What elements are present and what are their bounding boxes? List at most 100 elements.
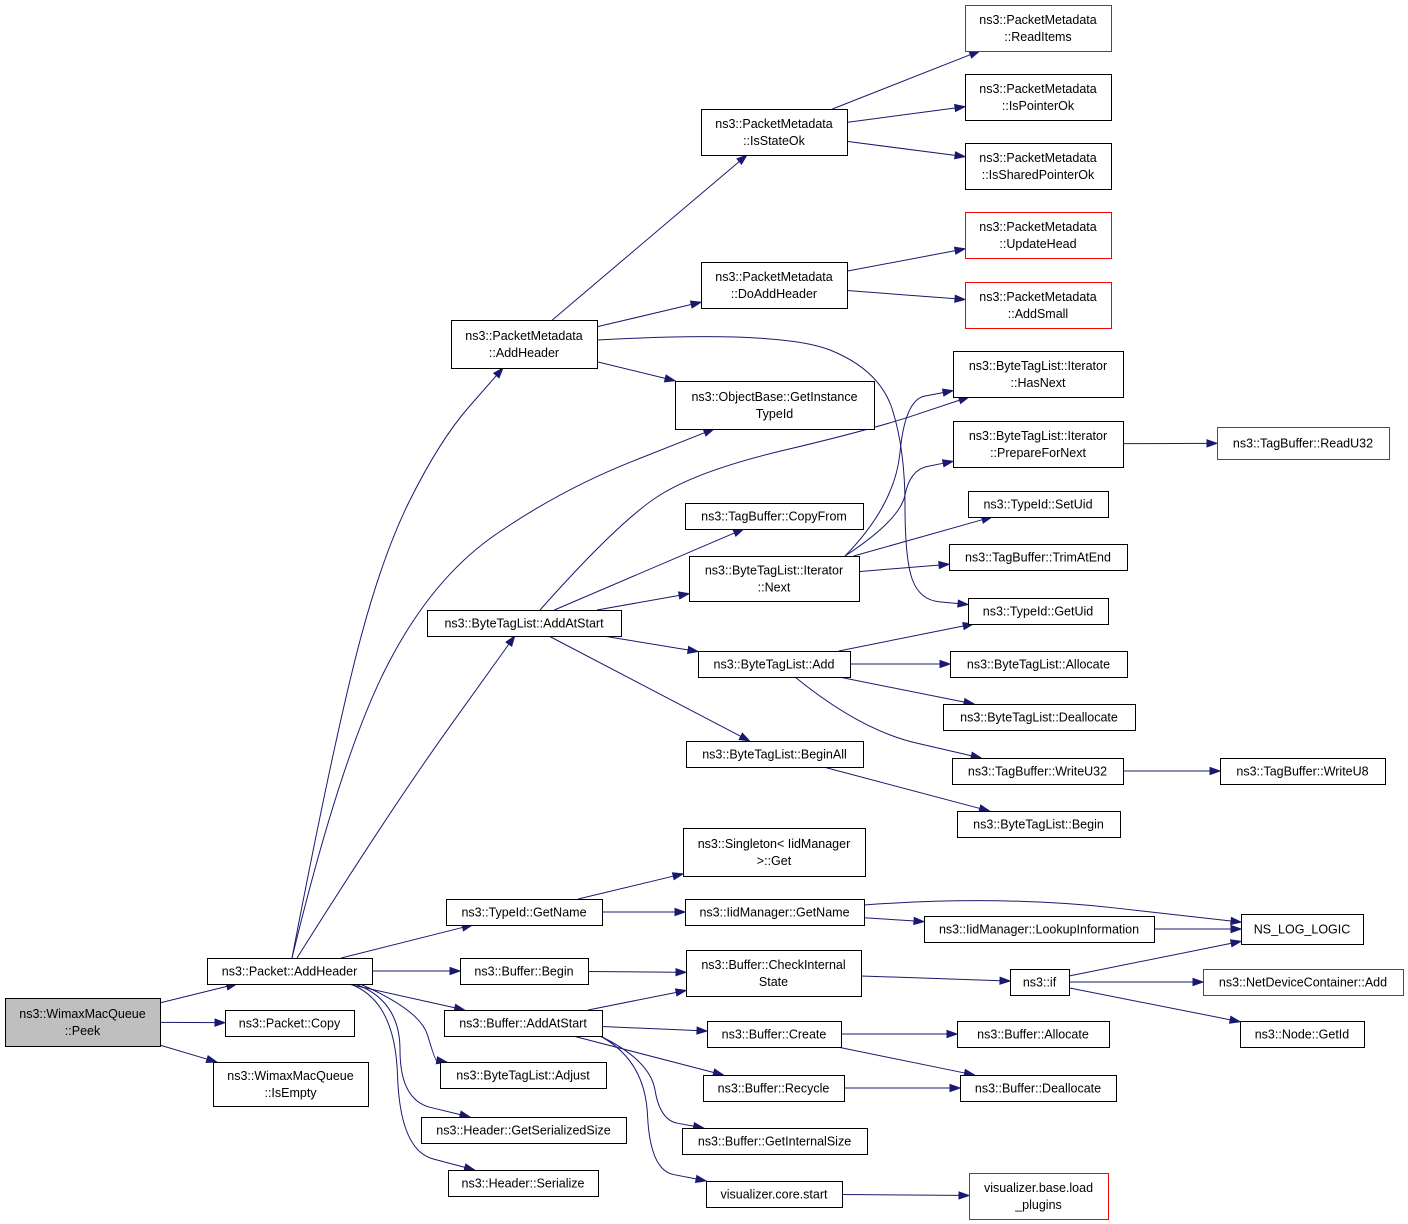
node-buf-getinternalsize[interactable]: ns3::Buffer::GetInternalSize bbox=[682, 1128, 868, 1155]
edge-line bbox=[548, 635, 742, 738]
edge-arrowhead bbox=[957, 599, 970, 608]
node-copy[interactable]: ns3::Packet::Copy bbox=[225, 1010, 355, 1037]
edge-line bbox=[588, 991, 678, 1011]
node-label: ns3::TypeId::SetUid bbox=[983, 498, 1092, 512]
edge-addheader-to-hdr_getsize bbox=[354, 983, 472, 1119]
node-ns3-if[interactable]: ns3::if bbox=[1010, 969, 1070, 996]
edge-btl_addatstart-to-btl_beginall bbox=[548, 635, 751, 742]
node-label: visualizer.core.start bbox=[721, 1188, 829, 1202]
node-box bbox=[701, 109, 848, 156]
node-label: ns3::WimaxMacQueue bbox=[227, 1069, 353, 1083]
edge-ns3_if-to-node_getid bbox=[1068, 987, 1242, 1024]
node-buf-deallocate[interactable]: ns3::Buffer::Deallocate bbox=[960, 1075, 1117, 1102]
node-box bbox=[1203, 969, 1404, 996]
node-btl-addatstart[interactable]: ns3::ByteTagList::AddAtStart bbox=[427, 610, 622, 637]
node-label: ns3::WimaxMacQueue bbox=[19, 1007, 145, 1021]
edge-line bbox=[596, 336, 960, 605]
node-tb-writeu8[interactable]: ns3::TagBuffer::WriteU8 bbox=[1220, 758, 1386, 785]
edge-pm_addheader-to-ob_getinstance bbox=[596, 361, 677, 383]
edge-buf_create-to-buf_deallocate bbox=[837, 1046, 976, 1078]
node-isempty[interactable]: ns3::WimaxMacQueue::IsEmpty bbox=[213, 1062, 369, 1107]
edge-arrowhead bbox=[677, 591, 691, 600]
edge-tb_writeu32-to-tb_writeu8 bbox=[1123, 766, 1222, 776]
node-label: ns3::Buffer::AddAtStart bbox=[459, 1017, 587, 1031]
node-label: ns3::PacketMetadata bbox=[465, 329, 582, 343]
edge-arrowhead bbox=[953, 246, 967, 255]
edge-peek-to-copy bbox=[159, 1018, 227, 1027]
node-pm-issharedpointerok[interactable]: ns3::PacketMetadata::IsSharedPointerOk bbox=[965, 143, 1112, 190]
node-btl-add[interactable]: ns3::ByteTagList::Add bbox=[698, 651, 851, 678]
node-iid-getname[interactable]: ns3::IidManager::GetName bbox=[685, 899, 865, 926]
edge-line bbox=[572, 1035, 715, 1074]
node-label: ns3::PacketMetadata bbox=[979, 151, 1096, 165]
node-label: ns3::Header::Serialize bbox=[462, 1177, 585, 1191]
node-btl-allocate[interactable]: ns3::ByteTagList::Allocate bbox=[950, 651, 1128, 678]
node-label: ns3::IidManager::GetName bbox=[699, 906, 849, 920]
edge-iid_getname-to-ns_log_logic bbox=[863, 900, 1243, 926]
node-iid-lookup[interactable]: ns3::IidManager::LookupInformation bbox=[924, 916, 1155, 943]
call-edges bbox=[159, 50, 1243, 1200]
node-btli-next[interactable]: ns3::ByteTagList::Iterator::Next bbox=[689, 556, 860, 602]
node-btl-beginall[interactable]: ns3::ByteTagList::BeginAll bbox=[686, 741, 864, 768]
node-hdr-getsize[interactable]: ns3::Header::GetSerializedSize bbox=[421, 1117, 627, 1144]
edge-arrowhead bbox=[702, 428, 716, 437]
node-tb-copyfrom[interactable]: ns3::TagBuffer::CopyFrom bbox=[685, 503, 864, 530]
node-tid-getname[interactable]: ns3::TypeId::GetName bbox=[446, 899, 603, 926]
node-hdr-serialize[interactable]: ns3::Header::Serialize bbox=[448, 1170, 599, 1197]
edge-buf_checkinternal-to-ns3_if bbox=[860, 975, 1012, 985]
node-peek[interactable]: ns3::WimaxMacQueue::Peek bbox=[5, 998, 161, 1047]
node-ndc-add[interactable]: ns3::NetDeviceContainer::Add bbox=[1203, 969, 1404, 996]
node-singleton-get[interactable]: ns3::Singleton< IidManager>::Get bbox=[683, 828, 866, 877]
node-buf-begin[interactable]: ns3::Buffer::Begin bbox=[460, 958, 589, 985]
node-tb-writeu32[interactable]: ns3::TagBuffer::WriteU32 bbox=[952, 758, 1124, 785]
node-btli-hasnext[interactable]: ns3::ByteTagList::Iterator::HasNext bbox=[953, 351, 1124, 398]
edge-arrowhead bbox=[505, 634, 516, 647]
node-viz-start[interactable]: visualizer.core.start bbox=[706, 1181, 843, 1208]
node-buf-recycle[interactable]: ns3::Buffer::Recycle bbox=[703, 1075, 845, 1102]
edge-ns3_if-to-ndc_add bbox=[1069, 977, 1205, 987]
node-ns-log-logic[interactable]: NS_LOG_LOGIC bbox=[1241, 914, 1364, 945]
node-btl-begin[interactable]: ns3::ByteTagList::Begin bbox=[957, 811, 1121, 838]
node-label: ::Peek bbox=[65, 1024, 101, 1038]
edge-line bbox=[291, 431, 706, 959]
node-viz-loadplugins[interactable]: visualizer.base.load_plugins bbox=[969, 1173, 1109, 1220]
node-pm-addsmall[interactable]: ns3::PacketMetadata::AddSmall bbox=[965, 282, 1112, 329]
edge-arrowhead bbox=[968, 50, 982, 59]
node-buf-addatstart[interactable]: ns3::Buffer::AddAtStart bbox=[444, 1010, 603, 1037]
edge-arrowhead bbox=[938, 560, 951, 570]
node-label: ns3::IidManager::LookupInformation bbox=[939, 923, 1139, 937]
node-node-getid[interactable]: ns3::Node::GetId bbox=[1240, 1021, 1365, 1048]
edge-viz_start-to-viz_loadplugins bbox=[841, 1191, 971, 1200]
node-tid-getuid[interactable]: ns3::TypeId::GetUid bbox=[968, 598, 1109, 625]
node-tid-setuid[interactable]: ns3::TypeId::SetUid bbox=[968, 491, 1109, 518]
edge-line bbox=[823, 766, 981, 810]
node-buf-create[interactable]: ns3::Buffer::Create bbox=[707, 1021, 842, 1048]
edge-pm_addheader-to-pm_doaddheader bbox=[596, 300, 703, 328]
node-addheader[interactable]: ns3::Packet::AddHeader bbox=[207, 958, 373, 985]
node-label: ::ReadItems bbox=[1004, 30, 1071, 44]
node-tb-readu32[interactable]: ns3::TagBuffer::ReadU32 bbox=[1217, 427, 1390, 460]
node-tb-trimatend[interactable]: ns3::TagBuffer::TrimAtEnd bbox=[949, 544, 1128, 571]
node-pm-addheader[interactable]: ns3::PacketMetadata::AddHeader bbox=[451, 320, 598, 369]
edge-line bbox=[860, 975, 1002, 982]
node-pm-ispointerok[interactable]: ns3::PacketMetadata::IsPointerOk bbox=[965, 74, 1112, 121]
edge-arrowhead bbox=[694, 1174, 708, 1183]
node-pm-updatehead[interactable]: ns3::PacketMetadata::UpdateHead bbox=[965, 212, 1112, 259]
node-box bbox=[440, 1062, 607, 1089]
node-box bbox=[965, 5, 1112, 52]
node-btl-deallocate[interactable]: ns3::ByteTagList::Deallocate bbox=[943, 704, 1136, 731]
node-btli-prepare[interactable]: ns3::ByteTagList::Iterator::PrepareForNe… bbox=[953, 421, 1124, 468]
node-label: ns3::TypeId::GetUid bbox=[983, 605, 1094, 619]
node-btl-adjust[interactable]: ns3::ByteTagList::Adjust bbox=[440, 1062, 607, 1089]
node-buf-allocate[interactable]: ns3::Buffer::Allocate bbox=[957, 1021, 1110, 1048]
edge-arrowhead bbox=[941, 388, 955, 397]
node-box bbox=[698, 651, 851, 678]
node-pm-isstateok[interactable]: ns3::PacketMetadata::IsStateOk bbox=[701, 109, 848, 156]
node-pm-doaddheader[interactable]: ns3::PacketMetadata::DoAddHeader bbox=[701, 262, 848, 309]
node-label: ns3::NetDeviceContainer::Add bbox=[1219, 976, 1387, 990]
node-label: ::HasNext bbox=[1011, 376, 1066, 390]
node-pm-readitems[interactable]: ns3::PacketMetadata::ReadItems bbox=[965, 5, 1112, 52]
